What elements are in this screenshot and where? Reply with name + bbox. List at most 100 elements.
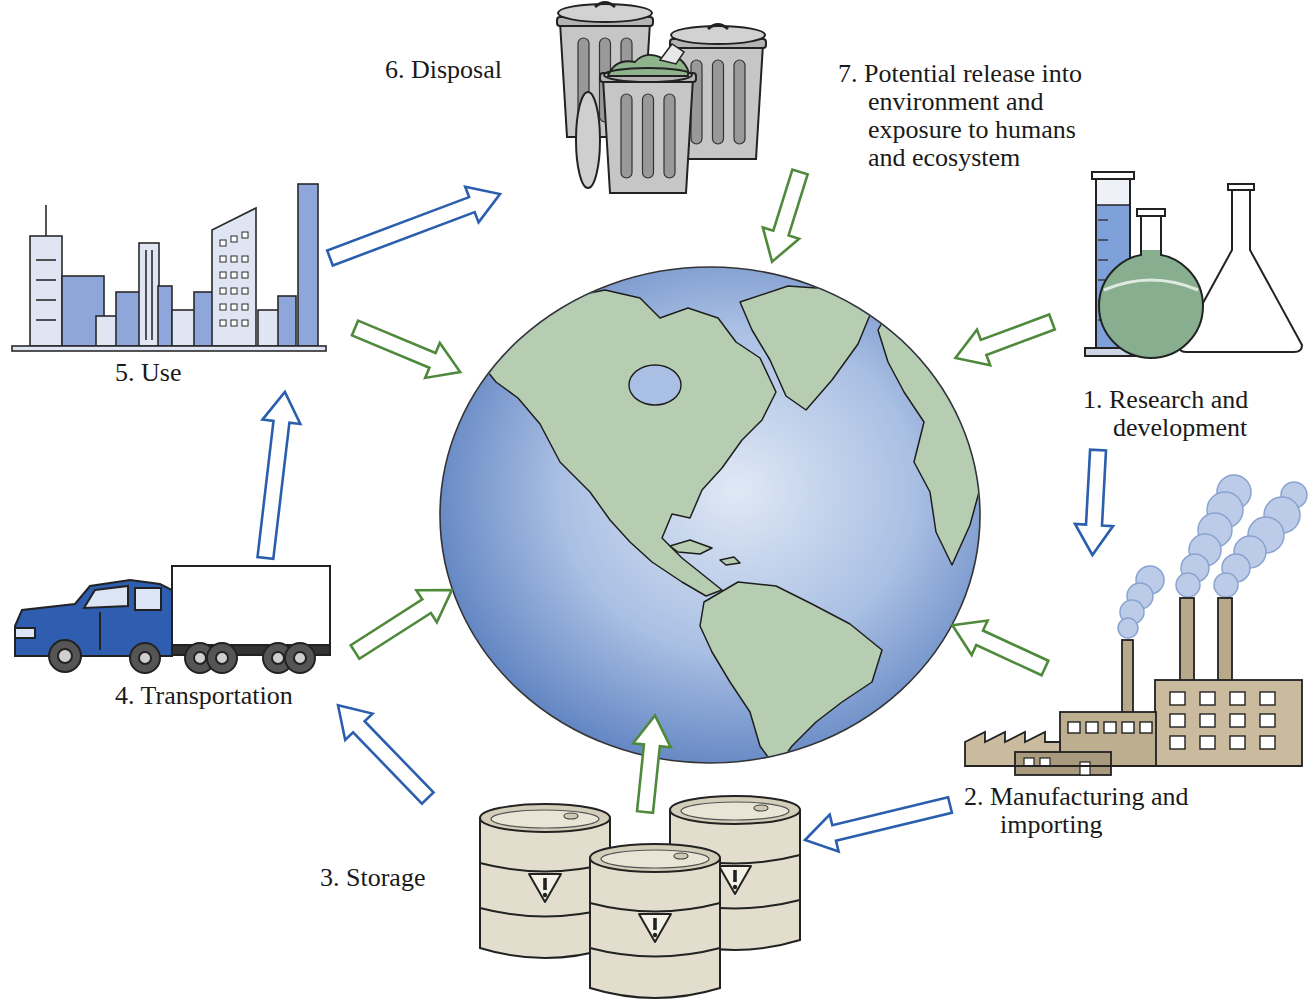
factory	[1170, 692, 1275, 749]
city-skyline	[231, 236, 237, 242]
city-skyline	[139, 243, 159, 346]
globe	[629, 365, 681, 405]
lab-flasks	[1228, 184, 1254, 190]
factory	[965, 732, 1060, 766]
city-skyline	[116, 292, 140, 346]
city-skyline	[242, 256, 248, 262]
factory	[1170, 692, 1185, 705]
truck	[172, 566, 330, 648]
city-skyline	[231, 320, 237, 326]
factory	[965, 475, 1307, 775]
release-arrow	[949, 304, 1059, 376]
trash-cans	[558, 3, 652, 23]
truck	[15, 566, 330, 673]
trash-cans	[576, 92, 600, 188]
truck	[84, 586, 128, 608]
factory	[1260, 736, 1275, 749]
lab-flasks	[1141, 214, 1161, 274]
city-skyline	[242, 232, 248, 238]
lab-flasks	[1092, 172, 1134, 179]
city-skyline	[242, 272, 248, 278]
city-skyline	[298, 184, 318, 346]
factory	[1122, 722, 1134, 733]
lab-flasks	[1137, 209, 1165, 216]
release-arrow	[754, 166, 818, 267]
city-skyline	[30, 236, 62, 346]
lab-flasks	[1104, 280, 1198, 290]
factory	[1122, 640, 1133, 716]
factory	[1040, 758, 1050, 766]
trash-cans	[557, 3, 766, 194]
truck	[49, 640, 81, 672]
lab-flasks	[1142, 250, 1160, 275]
factory	[1024, 758, 1034, 766]
stage-node: 6. Disposal	[380, 0, 780, 194]
truck	[130, 643, 160, 673]
truck	[15, 628, 35, 638]
factory	[1200, 692, 1215, 705]
factory	[1230, 736, 1245, 749]
city-skyline	[242, 320, 248, 326]
factory	[1086, 722, 1098, 733]
factory	[1230, 714, 1245, 727]
release-arrow	[348, 310, 468, 389]
flow-arrow	[327, 187, 500, 266]
city-skyline	[194, 292, 214, 346]
factory	[1180, 598, 1194, 682]
lab-flasks	[1096, 204, 1130, 206]
city-skyline	[278, 296, 296, 346]
stage-node: 2. Manufacturing and importing	[950, 555, 1306, 847]
factory	[1068, 722, 1152, 733]
city-skyline	[231, 256, 237, 262]
factory	[1260, 692, 1275, 705]
lab-flasks	[1085, 172, 1302, 358]
globe	[670, 540, 712, 554]
factory	[1104, 722, 1116, 733]
stage-node: 5. Use	[8, 178, 330, 392]
factory	[1200, 714, 1215, 727]
stage-node: 4. Transportation	[8, 558, 338, 718]
globe	[878, 288, 990, 565]
trash-cans	[671, 25, 765, 45]
truck	[285, 643, 315, 673]
truck	[294, 652, 306, 664]
factory	[965, 765, 1302, 767]
factory	[1170, 736, 1185, 749]
globe	[700, 582, 882, 768]
city-skyline	[172, 310, 196, 346]
factory	[1214, 573, 1238, 597]
barrels	[480, 796, 800, 998]
city-skyline	[36, 279, 56, 281]
factory	[1176, 573, 1200, 597]
stage-label: 5. Use	[115, 359, 181, 387]
truck	[58, 649, 306, 664]
globe	[740, 286, 872, 410]
lab-flasks	[1098, 259, 1108, 260]
truck	[49, 640, 315, 673]
flow-arrow	[338, 705, 434, 803]
stage-label: 3. Storage	[320, 864, 425, 892]
trash-cans	[600, 73, 696, 193]
truck	[216, 652, 228, 664]
factory	[1230, 692, 1245, 705]
truck	[194, 652, 206, 664]
city-skyline	[220, 240, 226, 246]
city-skyline	[36, 259, 56, 261]
city-skyline	[220, 320, 226, 326]
city-skyline	[212, 208, 256, 346]
factory	[1118, 475, 1307, 638]
city-skyline	[158, 286, 172, 346]
truck	[272, 652, 284, 664]
factory	[1218, 598, 1232, 682]
stage-node: 3. Storage	[315, 798, 805, 1002]
factory	[1155, 680, 1302, 766]
factory	[1260, 714, 1275, 727]
globe	[470, 290, 776, 596]
trash-cans	[660, 44, 684, 64]
city-skyline	[220, 272, 226, 278]
truck	[58, 649, 72, 663]
city-skyline	[36, 319, 56, 321]
city-skyline	[220, 256, 226, 262]
